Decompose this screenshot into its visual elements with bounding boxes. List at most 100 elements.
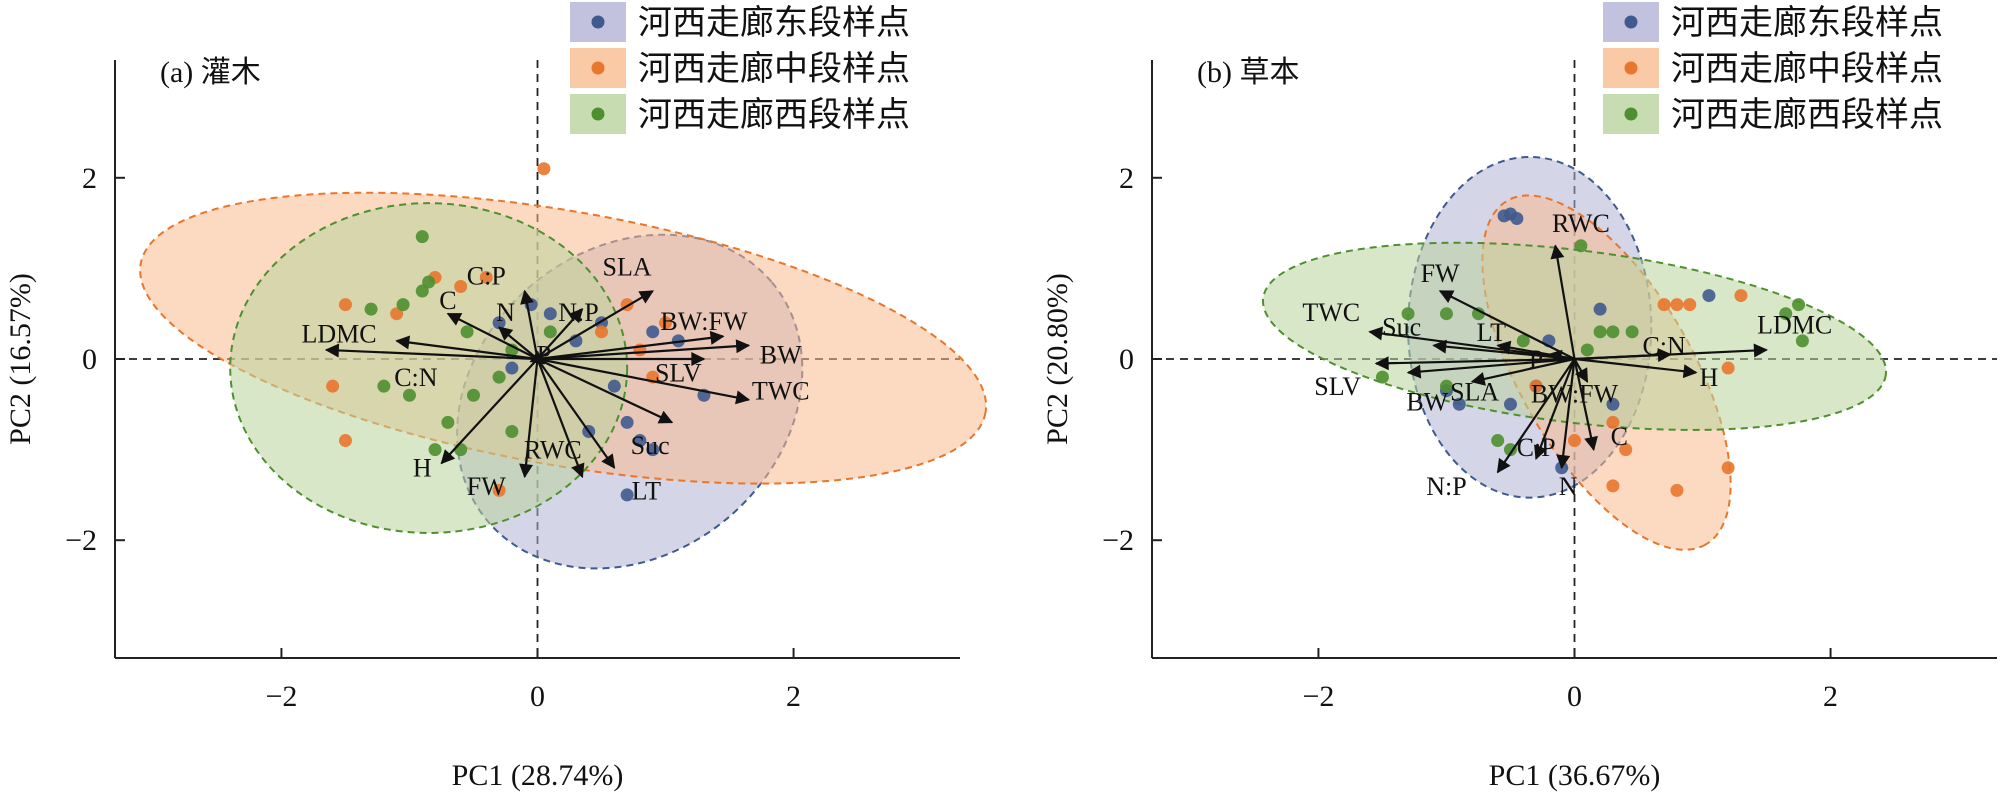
point-west xyxy=(492,370,506,384)
point-west xyxy=(1795,334,1809,348)
point-middle xyxy=(1606,415,1620,429)
point-middle xyxy=(1568,434,1581,448)
point-west xyxy=(1375,370,1389,384)
point-west xyxy=(428,443,442,457)
point-middle xyxy=(326,379,340,393)
point-middle xyxy=(659,316,673,330)
vector-label-cn: C:N xyxy=(1642,331,1686,360)
vector-arrow-twc xyxy=(537,357,751,405)
vector-arrow-slv xyxy=(1374,356,1575,371)
vector-label-lt: LT xyxy=(632,476,661,505)
vector-arrow-lt xyxy=(536,358,616,469)
point-west xyxy=(441,415,455,429)
point-west xyxy=(1580,343,1594,357)
vector-label-sla: SLA xyxy=(603,253,652,282)
point-east xyxy=(1452,397,1466,411)
point-west xyxy=(422,275,436,289)
point-west xyxy=(1401,307,1415,321)
point-middle xyxy=(537,162,551,176)
point-middle xyxy=(595,325,609,339)
point-middle xyxy=(1670,483,1684,497)
panel-title: (a) 灌木 xyxy=(160,56,261,89)
vector-label-fw: FW xyxy=(1421,259,1460,288)
point-west xyxy=(1625,325,1639,339)
point-middle xyxy=(1721,361,1735,375)
x-axis-title: PC1 (28.74%) xyxy=(452,759,624,792)
vector-label-ldmc: LDMC xyxy=(301,320,376,349)
point-middle xyxy=(1529,379,1543,393)
point-middle xyxy=(1721,461,1735,475)
y-tick-label: −2 xyxy=(65,524,97,557)
point-west xyxy=(1503,443,1517,457)
vector-arrow-cn xyxy=(395,335,538,361)
point-east xyxy=(492,316,506,330)
point-east xyxy=(505,361,519,375)
vector-label-slv: SLV xyxy=(1314,372,1361,401)
point-east xyxy=(1497,209,1511,223)
x-tick-label: 0 xyxy=(530,680,545,713)
point-west xyxy=(415,284,429,298)
point-middle xyxy=(390,307,404,321)
point-east xyxy=(646,443,660,457)
vector-label-sla: SLA xyxy=(1450,378,1499,407)
y-axis-title: PC2 (20.80%) xyxy=(1041,273,1074,445)
y-tick-label: 2 xyxy=(82,162,97,195)
vector-arrow-ldmc xyxy=(1574,343,1768,361)
vector-label-np: N:P xyxy=(1426,472,1466,501)
point-middle xyxy=(454,280,468,294)
legend-marker-west xyxy=(1624,107,1638,121)
point-east xyxy=(1593,302,1607,316)
vector-arrow-rwc xyxy=(536,358,585,479)
legend-marker-middle xyxy=(1624,61,1638,75)
y-tick-label: 0 xyxy=(82,343,97,376)
vector-arrow-ldmc xyxy=(324,343,538,361)
y-tick-label: 2 xyxy=(1119,162,1134,195)
point-middle xyxy=(492,483,506,497)
point-middle xyxy=(1670,298,1684,312)
vector-label-suc: Suc xyxy=(631,431,670,460)
vector-label-h: H xyxy=(1700,363,1719,392)
point-west xyxy=(1574,239,1588,253)
legend-marker-middle xyxy=(591,61,605,75)
point-west xyxy=(1471,307,1485,321)
vector-arrow-bw xyxy=(1406,357,1575,379)
point-west xyxy=(466,388,480,402)
vector-arrow-h xyxy=(440,358,539,465)
legend-label-east: 河西走廊东段样点 xyxy=(638,4,910,42)
vector-label-lt: LT xyxy=(1477,318,1506,347)
vector-label-ldmc: LDMC xyxy=(1757,311,1832,340)
legend-marker-west xyxy=(591,107,605,121)
point-east xyxy=(1606,397,1620,411)
legend-marker-east xyxy=(591,15,605,29)
x-tick-label: 0 xyxy=(1567,680,1582,713)
legend-label-west: 河西走廊西段样点 xyxy=(638,96,910,134)
point-west xyxy=(1606,325,1620,339)
point-east xyxy=(620,415,634,429)
legend-marker-east xyxy=(1624,15,1638,29)
vector-label-cp: C:P xyxy=(467,262,506,291)
vector-label-c: C xyxy=(1611,422,1628,451)
vector-label-p: P xyxy=(1529,345,1543,374)
point-middle xyxy=(1606,479,1620,493)
y-axis-title: PC2 (16.57%) xyxy=(4,273,37,445)
vector-arrow-bwfw xyxy=(1573,358,1589,383)
x-axis-title: PC1 (36.67%) xyxy=(1489,759,1661,792)
vector-arrow-c xyxy=(446,312,538,360)
point-west xyxy=(460,325,474,339)
point-middle xyxy=(1683,298,1697,312)
vector-arrow-twc xyxy=(1368,326,1575,361)
vector-label-slv: SLV xyxy=(655,359,702,388)
vector-label-rwc: RWC xyxy=(1552,209,1610,238)
ellipse-west xyxy=(1261,241,1888,431)
point-west xyxy=(364,302,378,316)
point-middle xyxy=(338,434,352,448)
x-tick-label: −2 xyxy=(1302,680,1334,713)
vector-arrow-suc xyxy=(537,358,674,424)
point-middle xyxy=(1619,443,1633,457)
x-tick-label: 2 xyxy=(786,680,801,713)
point-west xyxy=(1439,379,1453,393)
point-middle xyxy=(1734,289,1748,303)
